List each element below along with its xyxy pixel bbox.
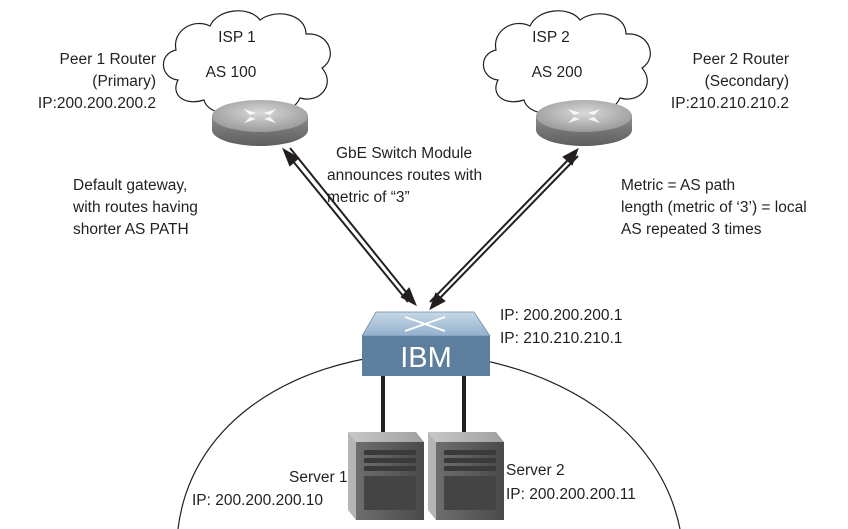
switch-ip-2: IP: 210.210.210.1 xyxy=(500,330,622,347)
server2-ip: IP: 200.200.200.11 xyxy=(506,486,636,503)
metric-note-line: Metric = AS path xyxy=(621,177,735,194)
gateway-note: Default gateway, with routes having shor… xyxy=(72,177,198,238)
arrow-switch-to-peer2 xyxy=(429,159,569,303)
gateway-note-line: shorter AS PATH xyxy=(73,221,189,238)
arrow-peer1-to-switch xyxy=(289,147,407,293)
router-arrows-icon xyxy=(568,109,600,123)
ibm-switch: IBM xyxy=(361,311,491,376)
arrowhead-down-icon xyxy=(400,287,417,307)
arrowhead-up-icon xyxy=(562,147,579,166)
server2-tower xyxy=(428,432,504,520)
announce-note-line: announces routes with xyxy=(327,167,482,184)
arrowhead-down-icon xyxy=(429,292,446,311)
arrow-peer2-to-switch xyxy=(439,155,579,299)
router-arrows-icon xyxy=(244,109,276,123)
switch-front xyxy=(362,336,490,376)
server1-name: Server 1 xyxy=(289,469,348,486)
peer2-ip: IP:210.210.210.2 xyxy=(671,95,789,112)
peer2-role: (Secondary) xyxy=(705,73,789,90)
arrow-switch-to-peer1 xyxy=(291,159,409,303)
announce-note-line: metric of “3” xyxy=(327,189,410,206)
isp2-cloud: ISP 2 AS 200 xyxy=(482,10,651,114)
metric-note-line: length (metric of ‘3’) = local xyxy=(621,199,807,216)
announce-note-line: GbE Switch Module xyxy=(336,145,472,162)
peer1-title: Peer 1 Router xyxy=(60,51,157,68)
metric-note-line: AS repeated 3 times xyxy=(621,221,762,238)
isp1-cloud: ISP 1 AS 100 xyxy=(162,10,331,114)
isp2-as: AS 200 xyxy=(532,64,583,81)
switch-arrows-icon xyxy=(404,316,446,332)
server1-ip: IP: 200.200.200.10 xyxy=(192,492,323,509)
isp1-name: ISP 1 xyxy=(218,29,256,46)
peer1-role: (Primary) xyxy=(92,73,156,90)
switch-brand: IBM xyxy=(400,342,452,374)
gateway-note-line: Default gateway, xyxy=(73,177,187,194)
peer1-ip: IP:200.200.200.2 xyxy=(38,95,156,112)
peer2-router xyxy=(536,100,632,146)
isp1-as: AS 100 xyxy=(206,64,257,81)
peer1-router xyxy=(212,100,308,146)
switch-ip-1: IP: 200.200.200.1 xyxy=(500,307,622,324)
server1-tower xyxy=(348,432,424,520)
arrowhead-up-icon xyxy=(282,147,300,167)
isp2-name: ISP 2 xyxy=(532,29,570,46)
announce-note: GbE Switch Module announces routes with … xyxy=(327,145,482,206)
server2-name: Server 2 xyxy=(506,462,565,479)
peer2-title: Peer 2 Router xyxy=(693,51,790,68)
gateway-note-line: with routes having xyxy=(72,199,198,216)
metric-note: Metric = AS path length (metric of ‘3’) … xyxy=(621,177,807,238)
route-arrows xyxy=(282,147,579,311)
